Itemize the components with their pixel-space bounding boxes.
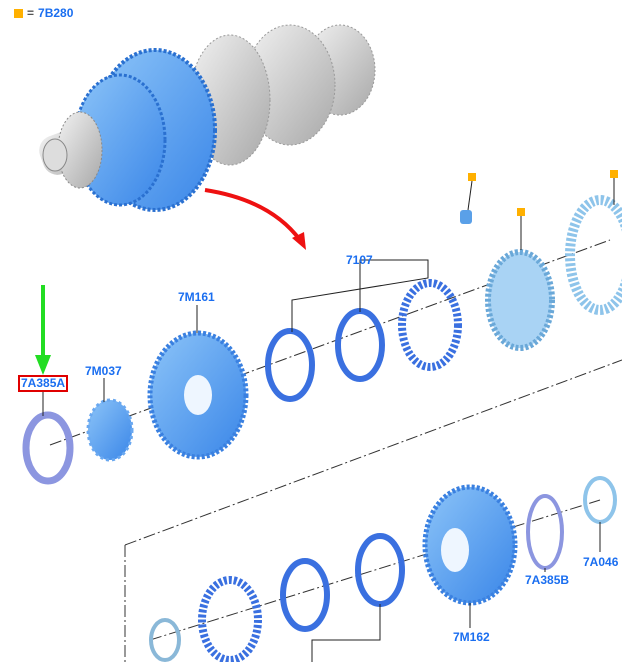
marker-7B280-1 <box>468 173 476 181</box>
label-7107[interactable]: 7107 <box>346 253 373 267</box>
label-7A046[interactable]: 7A046 <box>583 555 619 569</box>
part-7A385B[interactable] <box>526 494 564 570</box>
label-7M161[interactable]: 7M161 <box>178 290 215 304</box>
legend: = 7B280 <box>14 6 73 20</box>
part-7M037[interactable] <box>86 398 134 462</box>
part-7107-ring-3[interactable] <box>398 279 462 371</box>
axis-line-lower <box>124 359 622 546</box>
part-7B280-sleeve[interactable] <box>565 195 622 315</box>
marker-7B280-2 <box>517 208 525 216</box>
label-7M037[interactable]: 7M037 <box>85 364 122 378</box>
red-arrowhead-icon <box>292 232 306 250</box>
part-7A385A[interactable] <box>22 411 74 485</box>
part-7B280-key[interactable] <box>460 210 472 224</box>
marker-7B280-3 <box>610 170 618 178</box>
label-7A385A[interactable]: 7A385A <box>18 375 69 392</box>
orange-square-icon <box>14 8 23 18</box>
part-7107-ring-1[interactable] <box>265 328 315 402</box>
label-7A385B[interactable]: 7A385B <box>525 573 570 587</box>
shaft-assembly-image <box>39 24 376 212</box>
label-7M162[interactable]: 7M162 <box>453 630 490 644</box>
part-7M162[interactable] <box>422 484 518 606</box>
part-7107-ring-2[interactable] <box>335 308 385 382</box>
legend-part-number[interactable]: 7B280 <box>38 6 74 20</box>
part-7B280-hub[interactable] <box>485 249 555 351</box>
legend-equals: = <box>27 6 35 20</box>
green-arrowhead-icon <box>35 355 51 375</box>
red-arrow <box>204 188 302 242</box>
